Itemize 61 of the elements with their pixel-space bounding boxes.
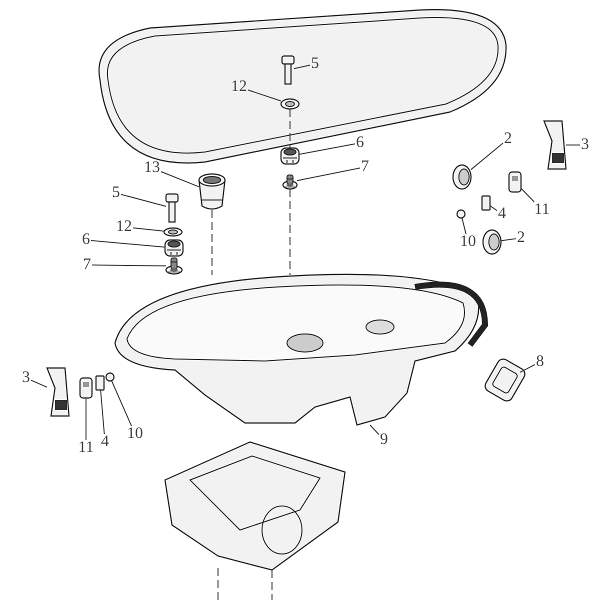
screw-drawing: [456, 209, 466, 219]
washer-drawing: [163, 227, 183, 237]
leader-line: [296, 168, 360, 182]
callout-number: 2: [517, 229, 525, 247]
leader-line: [520, 188, 535, 202]
grommet-drawing: [452, 164, 472, 190]
grommet-drawing: [482, 229, 502, 255]
leader-line: [370, 424, 380, 436]
bolt-drawing: [281, 55, 295, 85]
leader-line: [92, 264, 166, 266]
leader-line: [500, 238, 516, 242]
leader-line: [462, 218, 466, 234]
plate-drawing: [481, 195, 491, 211]
leader-line: [248, 90, 282, 102]
cup-drawing: [198, 173, 226, 210]
callout-number: 2: [504, 130, 512, 148]
storage-box-drawing: [114, 274, 488, 426]
screw-drawing: [105, 372, 115, 382]
callout-number: 7: [83, 256, 91, 274]
bolt-drawing: [165, 193, 179, 223]
callout-number: 3: [581, 136, 589, 154]
leader-line: [111, 380, 132, 426]
callout-number: 7: [361, 158, 369, 176]
leader-line: [470, 142, 504, 170]
clip-drawing: [79, 377, 93, 399]
callout-number: 10: [127, 425, 143, 443]
callout-number: 3: [22, 369, 30, 387]
callout-number: 9: [380, 431, 388, 449]
clip-drawing: [508, 171, 522, 193]
leader-line: [294, 64, 310, 70]
leader-line: [566, 144, 580, 146]
leader-line: [100, 390, 105, 434]
bushing-drawing: [165, 258, 183, 275]
leader-line: [132, 227, 164, 232]
callout-number: 12: [116, 218, 132, 236]
callout-number: 11: [78, 439, 94, 457]
callout-number: 10: [460, 233, 476, 251]
leader-line: [160, 171, 200, 188]
leader-line: [520, 364, 536, 373]
callout-number: 6: [356, 134, 364, 152]
plate-drawing: [95, 375, 105, 391]
callout-number: 8: [536, 353, 544, 371]
callout-number: 4: [498, 205, 506, 223]
leader-line: [120, 194, 166, 207]
grommet-drawing: [280, 147, 300, 165]
bushing-drawing: [282, 174, 298, 190]
callout-number: 5: [311, 55, 319, 73]
leader-line: [90, 240, 166, 248]
leader-line: [30, 380, 48, 388]
grommet-drawing: [164, 239, 184, 257]
leader-line: [298, 143, 356, 155]
callout-number: 4: [101, 433, 109, 451]
washer-drawing: [280, 98, 300, 110]
callout-number: 6: [82, 231, 90, 249]
callout-number: 13: [144, 159, 160, 177]
callout-number: 11: [534, 201, 550, 219]
callout-number: 5: [112, 184, 120, 202]
callout-number: 12: [231, 78, 247, 96]
latch-drawing: [46, 367, 70, 417]
leader-line: [490, 205, 498, 212]
latch-drawing: [543, 120, 567, 170]
